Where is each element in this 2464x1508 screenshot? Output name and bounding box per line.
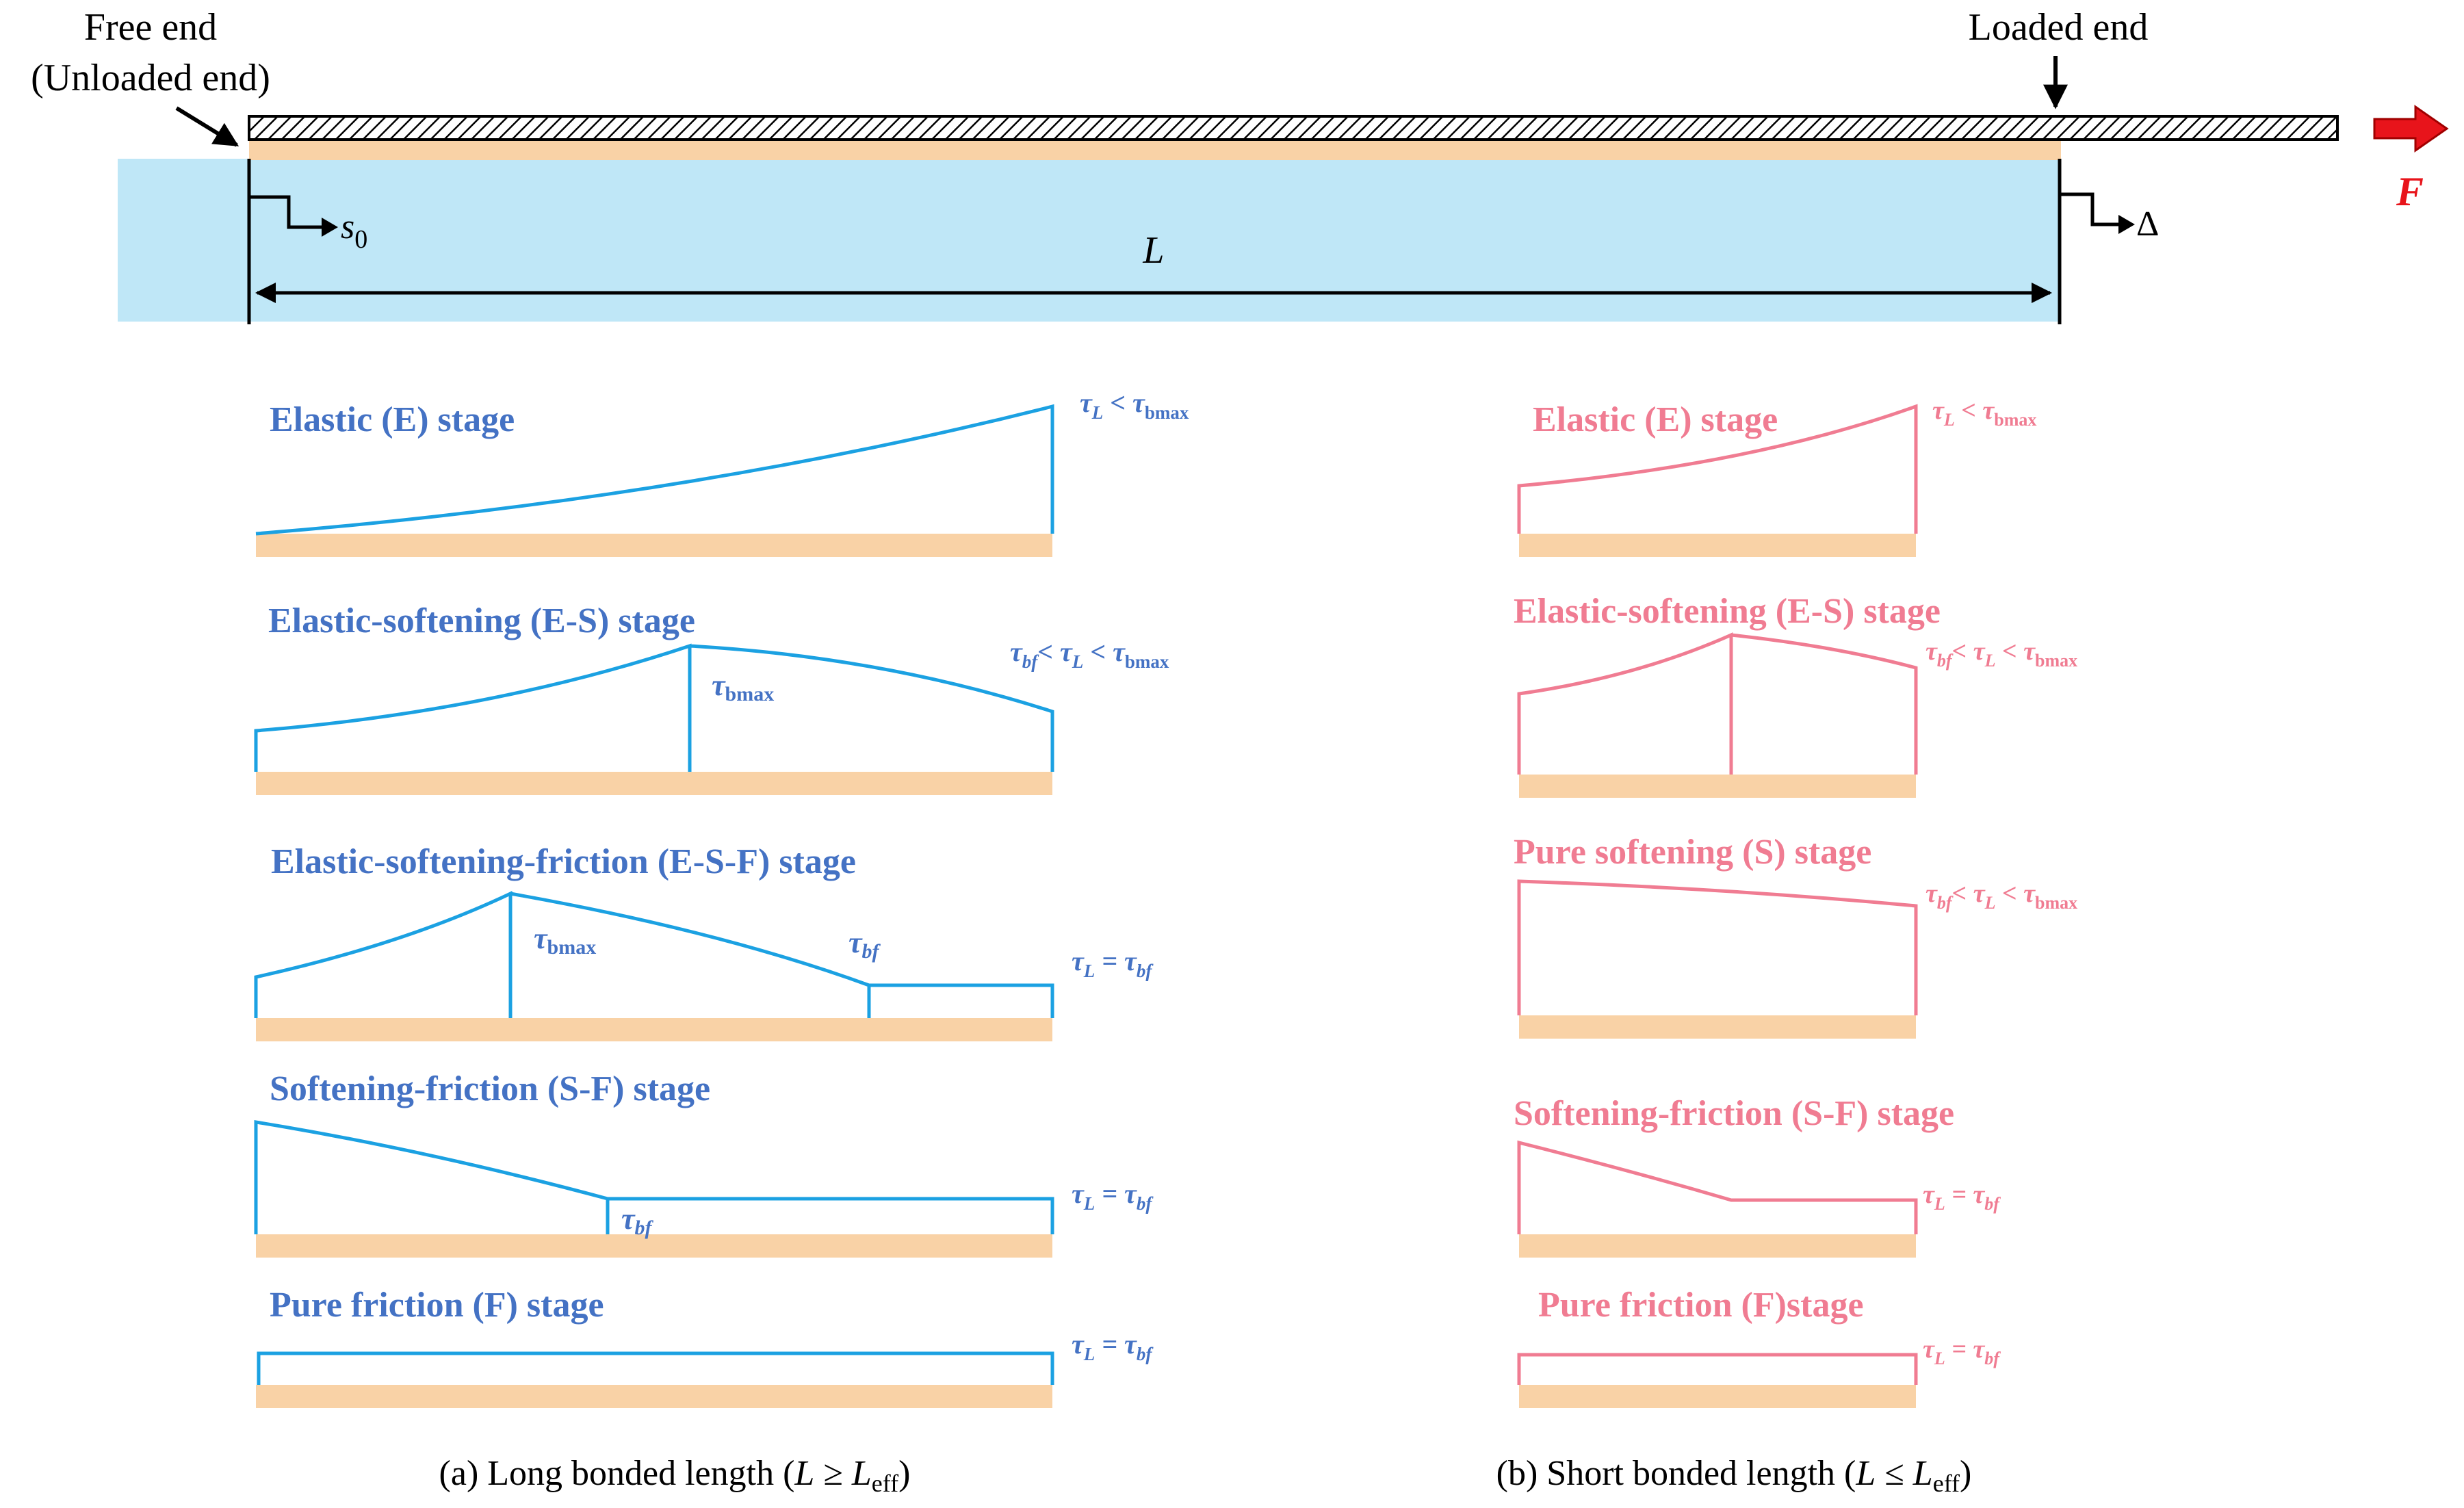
bond-bar [1519,1015,1916,1039]
long-stage-esf-friction-label: τbf [848,926,881,963]
long-stage-elastic-title: Elastic (E) stage [270,400,515,439]
bond-stress-curve [257,1351,1054,1385]
long-stage-f: Pure friction (F) stage τL = τbf [256,1286,1154,1408]
short-bonded-panel: Elastic (E) stage τL < τbmax Elastic-sof… [1496,396,2077,1497]
short-stage-elastic-condition: τL < τbmax [1932,396,2036,430]
long-stage-esf: Elastic-softening-friction (E-S-F) stage… [254,842,1154,1041]
short-stage-sf: Softening-friction (S-F) stage τL = τbf [1514,1094,2001,1258]
long-stage-esf-title: Elastic-softening-friction (E-S-F) stage [271,842,856,881]
long-stage-elastic: Elastic (E) stage τL < τbmax [255,387,1189,557]
short-stage-s: Pure softening (S) stage τbf< τL < τbmax [1514,833,2077,1039]
long-stage-es-title: Elastic-softening (E-S) stage [268,601,695,640]
bond-bar [256,534,1052,557]
s0-arrowhead [322,218,338,237]
bond-bar [256,1385,1052,1408]
short-stage-sf-title: Softening-friction (S-F) stage [1514,1094,1954,1133]
force-label: F [2396,169,2424,214]
delta-label: Δ [2136,205,2159,244]
short-stage-es-title: Elastic-softening (E-S) stage [1514,592,1941,631]
bond-bar [1519,1234,1916,1258]
short-stage-elastic: Elastic (E) stage τL < τbmax [1517,396,2036,557]
long-stage-sf: Softening-friction (S-F) stage τL = τbf … [254,1069,1154,1258]
long-stage-f-condition: τL = τbf [1072,1329,1154,1364]
long-stage-sf-title: Softening-friction (S-F) stage [270,1069,710,1108]
long-caption: (a) Long bonded length (L ≥ Leff) [439,1454,911,1497]
long-stage-es-condition: τbf< τL < τbmax [1010,636,1169,672]
bond-stress-curve [1517,404,1918,534]
short-stage-es-condition: τbf< τL < τbmax [1925,637,2077,671]
short-stage-f-title: Pure friction (F)stage [1538,1286,1864,1325]
unloaded-end-label: (Unloaded end) [31,57,270,99]
long-bonded-panel: Elastic (E) stage τL < τbmax Elastic-sof… [254,387,1189,1497]
long-stage-sf-condition: τL = τbf [1072,1178,1154,1214]
s0-displacement-arrow [250,195,322,229]
bond-stress-curve [254,891,1054,1018]
short-stage-f: Pure friction (F)stage τL = τbf [1517,1286,2001,1408]
bond-bar [1519,775,1916,798]
bond-stress-curve [1517,1353,1918,1385]
rebar-hatched [248,115,2339,141]
specimen-schematic: s0 Δ L Free end (Unloaded end) Loaded en… [31,6,2449,324]
bond-stress-curve [255,404,1054,536]
force-arrow-icon [2373,105,2449,153]
short-stage-f-condition: τL = τbf [1923,1335,2001,1368]
long-stage-esf-condition: τL = τbf [1072,946,1154,981]
delta-displacement-arrow [2061,192,2118,226]
bond-bar [256,772,1052,795]
loaded-end-label: Loaded end [1969,6,2149,49]
bond-stress-curve [1517,632,1918,775]
long-stage-elastic-softening: Elastic-softening (E-S) stage τbf< τL < … [254,601,1169,795]
bond-stress-curve [254,643,1054,772]
bond-stress-curve [1517,879,1918,1015]
long-stage-f-title: Pure friction (F) stage [270,1286,604,1325]
long-stage-sf-friction-label: τbf [621,1202,654,1239]
free-end-label: Free end [84,6,217,49]
bond-bar [256,1234,1052,1258]
short-caption: (b) Short bonded length (L ≤ Leff) [1496,1454,1972,1497]
delta-arrowhead [2118,215,2135,234]
concrete-block [118,159,2061,322]
bond-layer [249,141,2061,160]
bond-stress-curve [1517,1140,1918,1234]
bond-bar [1519,1385,1916,1408]
bond-bar [256,1018,1052,1041]
short-stage-sf-condition: τL = τbf [1923,1180,2001,1214]
s0-label: s0 [341,207,367,254]
short-stage-es: Elastic-softening (E-S) stage τbf< τL < … [1514,592,2077,798]
bond-bar [1519,534,1916,557]
long-stage-elastic-condition: τL < τbmax [1080,387,1189,423]
long-stage-esf-peak-label: τbmax [534,922,596,959]
long-stage-es-peak-label: τbmax [712,668,774,705]
bond-stress-curve [254,1120,1054,1234]
short-stage-elastic-title: Elastic (E) stage [1533,400,1778,439]
short-stage-s-title: Pure softening (S) stage [1514,833,1871,872]
free-end-arrow [175,106,239,147]
length-label: L [1142,229,1164,272]
short-stage-s-condition: τbf< τL < τbmax [1925,879,2077,913]
